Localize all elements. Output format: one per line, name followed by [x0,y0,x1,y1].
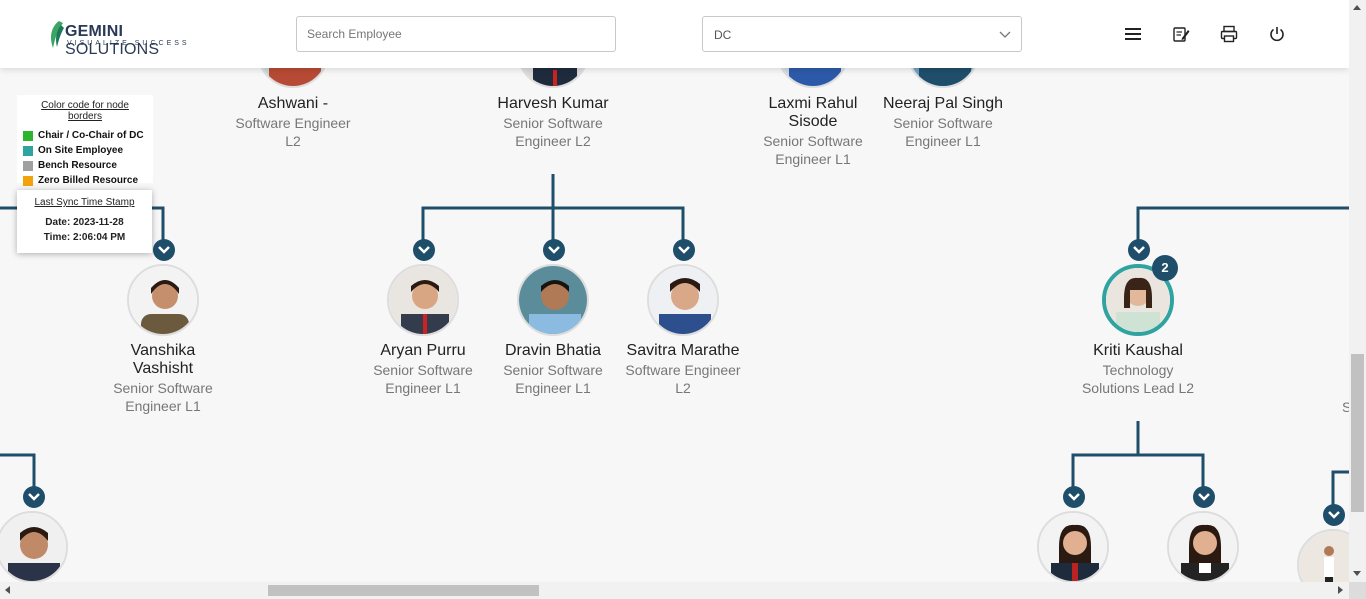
avatar-kriti[interactable] [1102,264,1174,336]
employee-role: Software Engineer L2 [625,362,741,396]
expand-toggle-kriti-report-2[interactable] [1193,486,1215,508]
employee-role: Senior Software Engineer L2 [503,115,603,149]
gemini-solutions-logo[interactable]: GEMINI SOLUTIONS VISUALIZE SUCCESS [47,18,217,58]
leaf-logo-icon [51,21,64,48]
expand-toggle-kriti[interactable] [1128,239,1150,261]
node-dravin[interactable]: Dravin Bhatia Senior Software Engineer L… [488,342,618,397]
scroll-left-arrow-icon[interactable] [5,586,10,594]
menu-icon[interactable] [1124,25,1142,43]
chevron-down-icon [1068,493,1080,501]
employee-name: Aryan Purru [380,342,466,359]
avatar-savitra[interactable] [647,264,719,336]
employee-name: Laxmi Rahul Sisode [768,95,858,130]
power-icon[interactable] [1268,25,1286,43]
employee-name: Harvesh Kumar [497,95,609,112]
chevron-down-icon [158,246,170,254]
chevron-down-icon [28,493,40,501]
edit-note-icon[interactable] [1172,25,1190,43]
node-harvesh[interactable]: Harvesh Kumar Senior Software Engineer L… [488,95,618,150]
employee-name: Dravin Bhatia [504,342,602,359]
legend-swatch [23,145,33,156]
print-icon[interactable] [1220,25,1238,43]
org-chart-connectors [0,174,1349,505]
scrollbar-corner [1349,582,1366,599]
employee-role: Senior Software Engineer L1 [893,115,993,149]
legend-swatch [23,160,33,171]
horizontal-scrollbar[interactable] [0,582,1349,599]
employee-role: Technology Solutions Lead L2 [1081,362,1195,396]
legend-item-onsite: On Site Employee [23,143,147,158]
scroll-right-arrow-icon[interactable] [1338,586,1343,594]
chevron-down-icon [548,246,560,254]
legend-item-zero-billed: Zero Billed Resource [23,173,147,188]
legend-label: Chair / Co-Chair of DC [38,130,144,141]
employee-role: Senior Software Engineer L1 [113,380,213,414]
employee-role: Senior Software Engineer L1 [373,362,473,396]
last-sync-panel: Last Sync Time Stamp Date: 2023-11-28 Ti… [17,190,152,253]
avatar-bottom-left[interactable] [0,511,68,583]
partial-node-role: S [1342,399,1352,415]
logo-brand: GEMINI SOLUTIONS [65,23,160,58]
chevron-down-icon [999,31,1011,38]
legend-item-bench: Bench Resource [23,158,147,173]
avatar-vanshika[interactable] [127,264,199,336]
search-employee-input[interactable] [296,16,616,52]
scroll-down-arrow-icon[interactable] [1353,571,1361,576]
employee-name: Savitra Marathe [626,342,740,359]
employee-name: Ashwani - [257,95,329,112]
vertical-scroll-thumb[interactable] [1351,354,1364,512]
chevron-down-icon [418,246,430,254]
avatar-aryan[interactable] [387,264,459,336]
expand-toggle-right-edge[interactable] [1323,504,1345,526]
direct-reports-badge: 2 [1152,255,1178,281]
logo-tagline: VISUALIZE SUCCESS [67,40,190,47]
employee-name: Neeraj Pal Singh [882,95,1004,112]
legend-title: Color code for node borders [41,100,129,122]
expand-toggle-kriti-report-1[interactable] [1063,486,1085,508]
sync-date: Date: 2023-11-28 [45,217,124,228]
chevron-down-icon [678,246,690,254]
legend-label: On Site Employee [38,145,124,156]
legend-label: Bench Resource [38,160,117,171]
top-header: GEMINI SOLUTIONS VISUALIZE SUCCESS DC [0,0,1349,68]
expand-toggle-aryan[interactable] [413,239,435,261]
legend-swatch [23,130,33,141]
expand-toggle-savitra[interactable] [673,239,695,261]
node-laxmi[interactable]: Laxmi Rahul Sisode Senior Software Engin… [748,95,878,168]
sync-time: Time: 2:06:04 PM [43,232,126,243]
node-ashwani[interactable]: Ashwani - Software Engineer L2 [228,95,358,150]
avatar-dravin[interactable] [517,264,589,336]
employee-role: Software Engineer L2 [235,115,351,149]
node-vanshika[interactable]: Vanshika Vashisht Senior Software Engine… [98,342,228,415]
employee-role: Senior Software Engineer L1 [763,133,863,167]
chevron-down-icon [1198,493,1210,501]
department-select-value: DC [714,28,732,42]
horizontal-scroll-thumb[interactable] [268,585,539,596]
employee-name: Vanshika Vashisht [130,342,196,377]
employee-role: Senior Software Engineer L1 [503,362,603,396]
node-kriti[interactable]: Kriti Kaushal Technology Solutions Lead … [1073,342,1203,397]
color-code-legend: Color code for node borders Chair / Co-C… [17,95,153,186]
expand-toggle-vanshika[interactable] [153,239,175,261]
scroll-up-arrow-icon[interactable] [1353,5,1361,10]
chevron-down-icon [1328,511,1340,519]
vertical-scrollbar[interactable] [1349,0,1366,582]
expand-toggle-bottom-left[interactable] [23,486,45,508]
node-neeraj[interactable]: Neeraj Pal Singh Senior Software Enginee… [878,95,1008,150]
legend-label: Zero Billed Resource [38,175,139,186]
expand-toggle-dravin[interactable] [543,239,565,261]
department-select[interactable]: DC [702,16,1022,52]
sync-title: Last Sync Time Stamp [34,197,135,208]
employee-name: Kriti Kaushal [1093,342,1183,359]
node-aryan[interactable]: Aryan Purru Senior Software Engineer L1 [358,342,488,397]
legend-item-chair: Chair / Co-Chair of DC [23,128,147,143]
legend-swatch [23,175,33,186]
chevron-down-icon [1133,246,1145,254]
node-savitra[interactable]: Savitra Marathe Software Engineer L2 [618,342,748,397]
avatar-kriti-report-1[interactable] [1037,511,1109,583]
avatar-kriti-report-2[interactable] [1167,511,1239,583]
